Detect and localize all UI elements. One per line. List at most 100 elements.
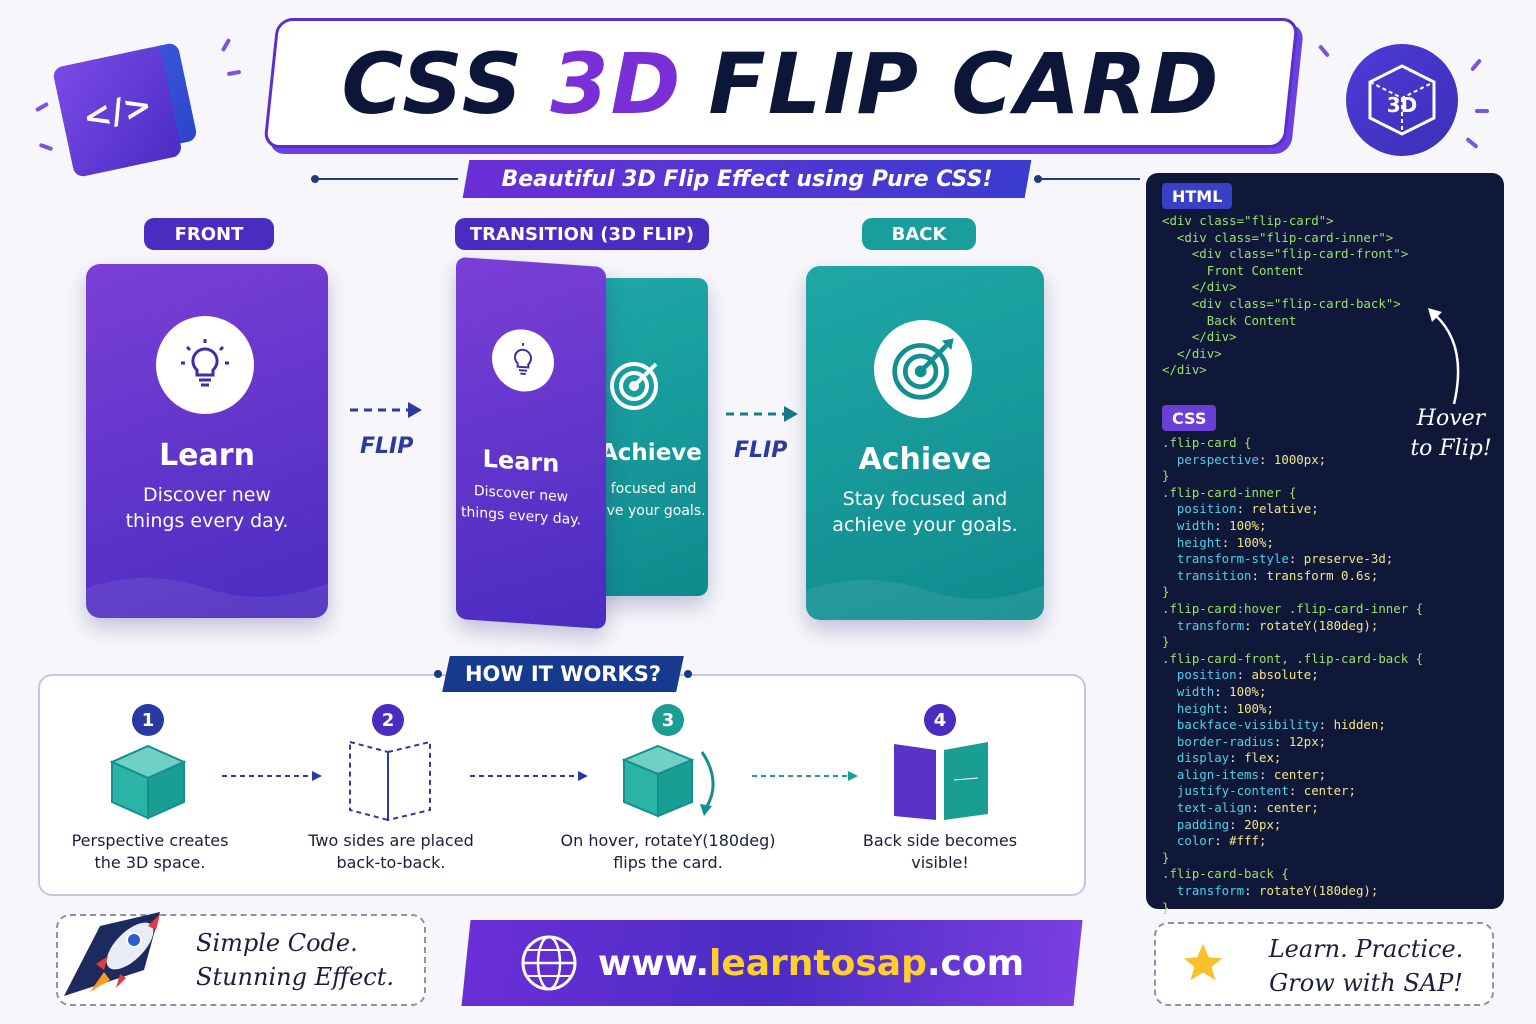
step-text-line: flips the card. (613, 853, 723, 872)
code-line: position: absolute; (1176, 667, 1319, 683)
step-number: 2 (372, 704, 404, 736)
back-card-title: Achieve (858, 442, 992, 477)
card-wave (806, 580, 1044, 620)
code-panel: HTML <div class="flip-card"> <div class=… (1146, 173, 1504, 915)
transition-front-title: Learn (482, 444, 560, 478)
url-suffix: .com (926, 942, 1025, 984)
how-title-dot (684, 670, 692, 678)
code-line: justify-content: center; (1176, 783, 1356, 799)
footer-motto-line: Grow with SAP! (1269, 969, 1463, 997)
step-text: Perspective creates the 3D space. (60, 830, 240, 874)
sparkle-icon (1465, 136, 1479, 150)
transition-back-desc-line: eve your goals. (598, 503, 706, 519)
globe-icon (521, 935, 577, 991)
how-title: HOW IT WORKS? (464, 662, 662, 686)
code-line: } (1162, 468, 1170, 484)
dashed-arrow-icon (222, 771, 322, 781)
hover-note: Hover to Flip! (1406, 404, 1496, 464)
code-icon-text: </> (79, 85, 156, 139)
code-line: text-align: center; (1176, 800, 1319, 816)
subtitle-line (316, 178, 458, 180)
code-brackets-icon: </> (51, 45, 183, 179)
code-logo: </> (50, 32, 202, 186)
code-line: display: flex; (1176, 750, 1282, 766)
code-line: <div class="flip-card-back"> (1162, 295, 1401, 311)
code-line: color: #fff; (1176, 833, 1267, 849)
code-line: border-radius: 12px; (1176, 733, 1327, 749)
subtitle-line (1036, 178, 1140, 180)
front-card[interactable]: Learn Discover new things every day. (86, 264, 328, 618)
transition-back-desc: y focused and eve your goals. (598, 478, 708, 522)
step-text-line: back-to-back. (336, 853, 446, 872)
code-line: } (1162, 899, 1170, 915)
html-tag: HTML (1162, 183, 1233, 209)
code-line: Front Content (1162, 262, 1304, 278)
dashed-arrow-icon (752, 771, 858, 781)
front-card-title: Learn (159, 438, 255, 473)
step-text-line: Two sides are placed (308, 831, 474, 850)
front-card-desc-line: things every day. (125, 510, 289, 532)
website-link[interactable]: www.learntosap.com (466, 920, 1078, 1006)
code-line: <div class="flip-card-front"> (1162, 246, 1409, 262)
star-icon (1183, 943, 1223, 981)
target-icon (874, 320, 972, 418)
step-text: Two sides are placed back-to-back. (298, 830, 484, 874)
sparkle-icon (1475, 109, 1489, 113)
open-card-icon (349, 740, 431, 822)
step-text-line: On hover, rotateY(180deg) (560, 831, 776, 850)
back-card-desc-line: Stay focused and (842, 488, 1008, 510)
flip-label: FLIP (734, 438, 788, 463)
code-line: width: 100%; (1176, 517, 1267, 533)
lightbulb-icon (492, 327, 554, 394)
step-text-line: visible! (911, 853, 969, 872)
step-text: On hover, rotateY(180deg) flips the card… (556, 830, 780, 874)
back-card[interactable]: Achieve Stay focused and achieve your go… (806, 266, 1044, 620)
transition-back-desc-line: y focused and (598, 481, 697, 497)
css-code-block: .flip-card { perspective: 1000px;}.flip-… (1162, 435, 1423, 916)
code-line: transform-style: preserve-3d; (1176, 551, 1394, 567)
subtitle-dot (1034, 175, 1042, 183)
front-card-desc: Discover new things every day. (86, 482, 328, 534)
subtitle-dot (311, 175, 319, 183)
step-number: 3 (652, 704, 684, 736)
footer-motto: Learn. Practice. Grow with SAP! (1250, 932, 1482, 1000)
step-text-line: Back side becomes (862, 831, 1018, 850)
title-css: CSS (341, 35, 525, 133)
step-number: 4 (924, 704, 956, 736)
label-back: BACK (862, 218, 976, 250)
hover-note-line: to Flip! (1410, 436, 1492, 461)
transition-front-half: Learn Discover new things every day. (456, 256, 606, 630)
page-title: CSS 3D FLIP CARD (270, 22, 1292, 146)
how-title-dot (434, 670, 442, 678)
code-line: </div> (1162, 362, 1207, 378)
code-line: } (1162, 584, 1170, 600)
back-card-desc: Stay focused and achieve your goals. (806, 486, 1044, 538)
step-number: 1 (132, 704, 164, 736)
step-text-line: Perspective creates (71, 831, 229, 850)
footer-motto-line: Learn. Practice. (1268, 935, 1464, 963)
badge-3d-text: 3D (1387, 93, 1418, 117)
code-line: transform: rotateY(180deg); (1176, 883, 1379, 899)
code-line: </div> (1162, 345, 1222, 361)
step-text: Back side becomes visible! (850, 830, 1030, 874)
sparkle-icon (38, 142, 54, 152)
code-line: .flip-card-inner { (1162, 484, 1297, 500)
code-line: .flip-card { (1162, 435, 1252, 450)
code-line: height: 100%; (1176, 700, 1274, 716)
css-tag: CSS (1162, 405, 1217, 431)
code-line: } (1162, 849, 1170, 865)
url-text: www.learntosap.com (598, 943, 1024, 984)
rocket-icon (64, 912, 160, 996)
code-line: width: 100%; (1176, 683, 1267, 699)
transition-back-title: Achieve (600, 440, 702, 466)
code-line: height: 100%; (1176, 534, 1274, 550)
sparkle-icon (1469, 58, 1483, 72)
code-line: position: relative; (1176, 501, 1319, 517)
flip-label: FLIP (360, 434, 414, 459)
cube-icon (109, 744, 187, 820)
label-front: FRONT (144, 218, 274, 250)
code-line: padding: 20px; (1176, 816, 1282, 832)
code-line: perspective: 1000px; (1176, 451, 1327, 467)
code-line: </div> (1162, 279, 1237, 295)
code-line: <div class="flip-card"> (1162, 213, 1334, 228)
